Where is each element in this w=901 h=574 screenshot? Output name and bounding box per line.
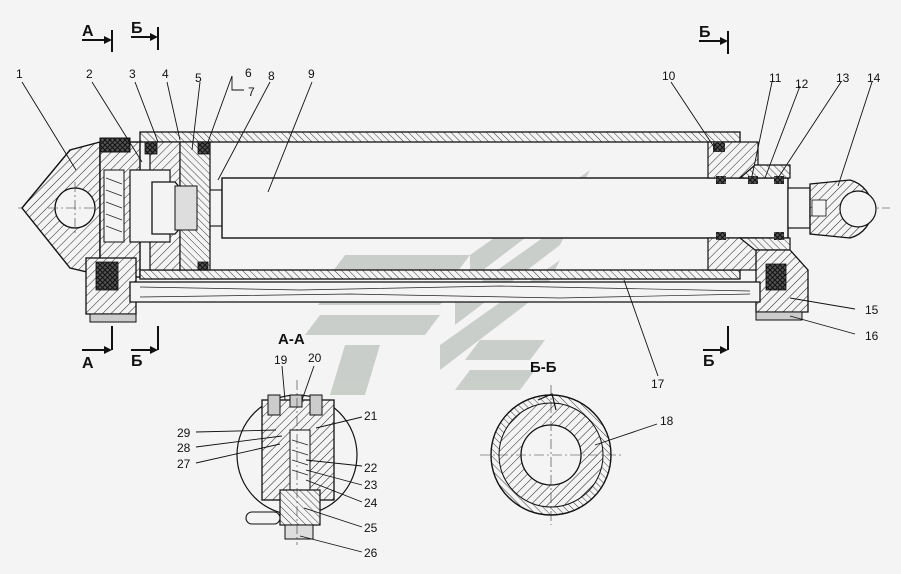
callout-3: 3 [129, 67, 136, 81]
callout-6: 6 [245, 66, 252, 80]
callout-1: 1 [16, 67, 23, 81]
callout-24: 24 [364, 496, 378, 510]
callout-leaders [21, 75, 873, 553]
callout-15: 15 [865, 303, 879, 317]
callout-18: 18 [660, 414, 674, 428]
callout-21: 21 [364, 409, 378, 423]
callout-28: 28 [177, 441, 191, 455]
section-markers: А Б Б А Б Б [82, 20, 729, 372]
section-mark-b-top-right: Б [699, 24, 711, 41]
callout-16: 16 [865, 329, 879, 343]
callout-27: 27 [177, 457, 191, 471]
callout-11: 11 [769, 71, 782, 85]
callout-10: 10 [662, 69, 676, 83]
callout-23: 23 [364, 478, 378, 492]
callout-8: 8 [268, 69, 275, 83]
outer-tube-bottom [139, 269, 741, 280]
callout-17: 17 [651, 377, 665, 391]
callout-25: 25 [364, 521, 378, 535]
section-aa-view: А-А [236, 331, 358, 545]
transfer-tube [129, 281, 761, 303]
section-mark-b-bottom-right: Б [703, 353, 715, 370]
callout-12: 12 [795, 77, 809, 91]
callout-9: 9 [308, 67, 315, 81]
callout-20: 20 [308, 351, 322, 365]
callout-4: 4 [162, 67, 169, 81]
section-bb-view: Б-Б [480, 359, 622, 525]
section-mark-a-bottom: А [82, 355, 94, 372]
callout-7: 7 [248, 85, 255, 99]
callout-2: 2 [86, 67, 93, 81]
callout-14: 14 [867, 71, 881, 85]
section-mark-a-top: А [82, 23, 94, 40]
section-bb-title: Б-Б [530, 359, 557, 376]
piston-rod [221, 177, 789, 239]
cylinder-assembly [18, 131, 890, 323]
callout-22: 22 [364, 461, 378, 475]
rear-port-block [85, 257, 137, 315]
section-mark-b-bottom-left: Б [131, 353, 143, 370]
outer-tube-top [139, 131, 741, 143]
callout-5: 5 [195, 71, 202, 85]
section-aa-title: А-А [278, 331, 305, 348]
callout-29: 29 [177, 426, 191, 440]
callout-19: 19 [274, 353, 288, 367]
callout-numbers: 1 2 3 4 5 6 7 8 9 10 11 12 13 14 15 16 1… [16, 66, 881, 560]
callout-26: 26 [364, 546, 378, 560]
callout-13: 13 [836, 71, 850, 85]
section-mark-b-top-left: Б [131, 20, 143, 37]
